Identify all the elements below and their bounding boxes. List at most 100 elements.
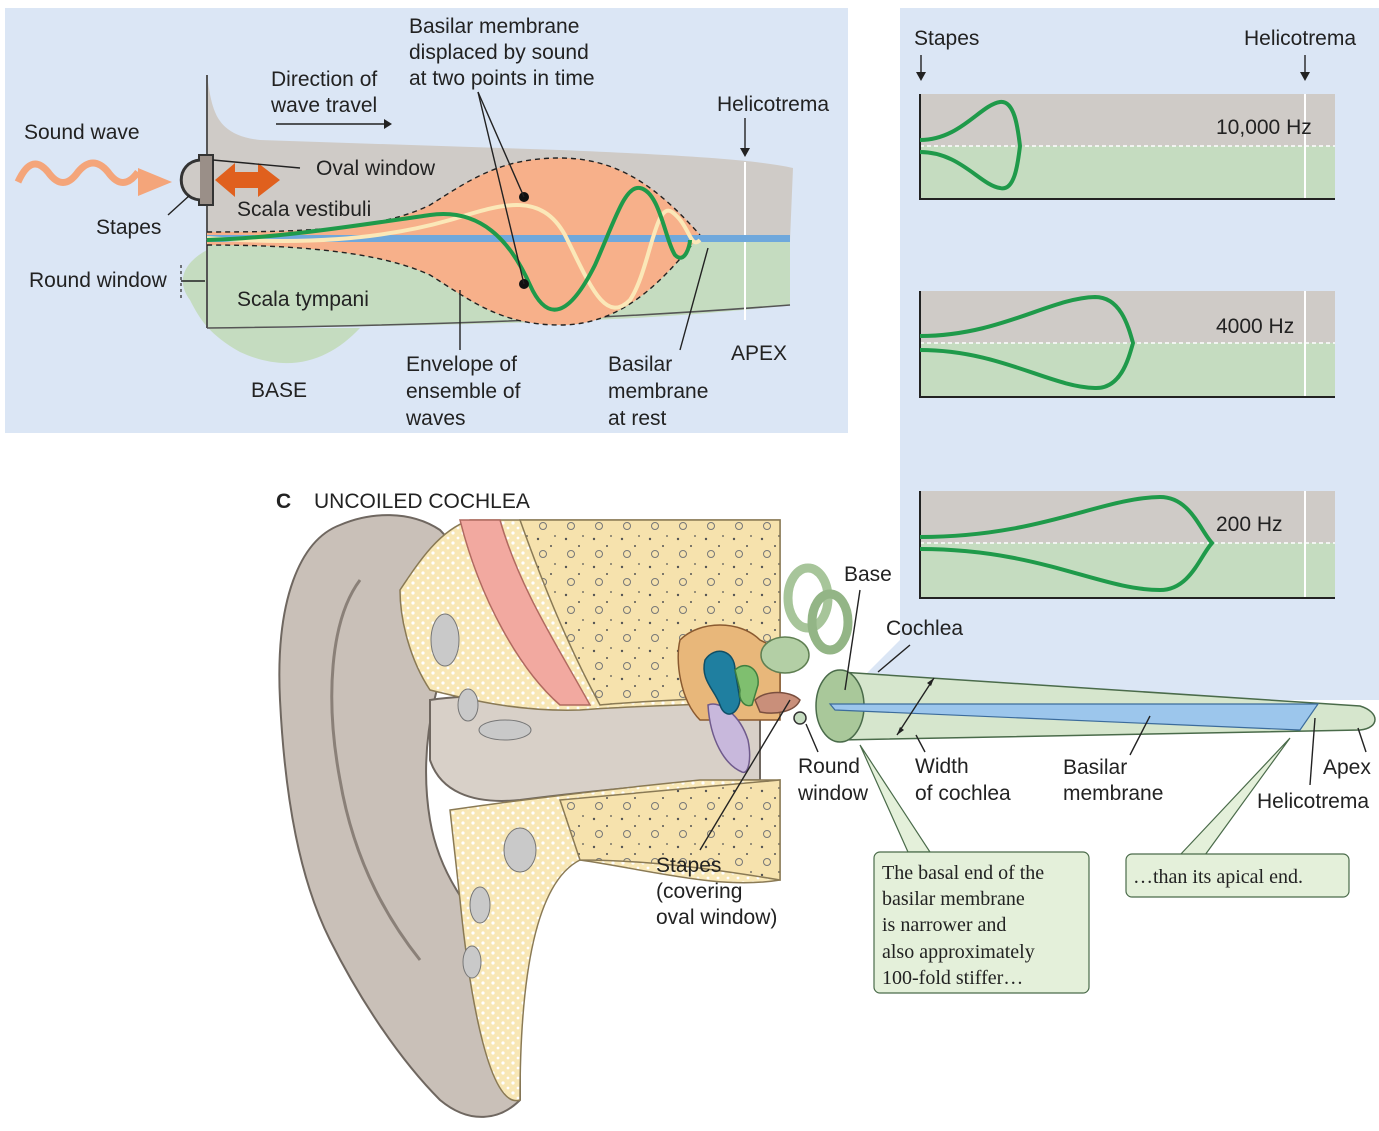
stapes-motion-arrow: [215, 163, 280, 197]
callout-basal-line: is narrower and: [882, 914, 1006, 936]
pointer-line-2: [477, 91, 525, 285]
width-label-1: Width: [915, 755, 969, 778]
basilar-label-1: Basilar: [1063, 756, 1127, 779]
rest-label-1: Basilar: [608, 353, 672, 376]
round-window-label: Round window: [29, 269, 168, 292]
lower-temporal-bone: [558, 779, 781, 881]
apex-leader: [1357, 727, 1367, 753]
panel-c-letter: C: [276, 490, 291, 513]
wave-time-1: [206, 185, 692, 312]
pointer-line-1: [477, 91, 525, 198]
panel-c-title: UNCOILED COCHLEA: [314, 490, 530, 513]
freq-label-200: 200 Hz: [1216, 513, 1283, 536]
cochlea-leader: [877, 644, 911, 673]
basilar-displaced-label-3: at two points in time: [409, 67, 595, 90]
incus: [734, 664, 759, 707]
width-arrow: [896, 677, 935, 736]
cochlea-label: Cochlea: [886, 617, 963, 640]
panel-uncoiled-cochlea: C UNCOILED COCHLEA: [276, 490, 1376, 1118]
sound-wave-arrowhead: [138, 168, 172, 196]
round-window-leader: [805, 723, 819, 753]
freq-plot-200: 200 Hz: [919, 491, 1335, 599]
callout-apical: …than its apical end.: [1125, 737, 1350, 898]
width-leader: [915, 734, 926, 753]
width-arrowhead-bottom: [897, 727, 904, 735]
base-label: BASE: [251, 379, 307, 402]
basilar-displaced-label-1: Basilar membrane: [409, 15, 579, 38]
helicotrema-label: Helicotrema: [1257, 790, 1369, 813]
callout-basal: The basal end of the basilar membrane is…: [859, 744, 1090, 994]
stapes-footplate: [198, 154, 214, 206]
freq-helicotrema-label: Helicotrema: [1244, 27, 1356, 50]
freq-plot-upper: [920, 94, 1335, 146]
direction-label-1: Direction of: [271, 68, 377, 91]
stapes-label-2: (covering: [656, 880, 742, 903]
rest-label-2: membrane: [608, 380, 708, 403]
stapes-label-3: oval window): [656, 906, 777, 929]
stapes-leader: [167, 194, 191, 216]
tympani-floor-line: [206, 304, 791, 329]
stapes-arch: [179, 158, 201, 202]
vestibule: [760, 636, 810, 674]
rest-leader: [679, 247, 709, 351]
helicotrema-arrowhead: [740, 148, 750, 157]
cartilage-blob: [478, 719, 532, 741]
base-leader: [844, 589, 861, 691]
base-label: Base: [844, 563, 892, 586]
malleus: [703, 650, 741, 715]
freq-plot-axes: [919, 94, 1335, 200]
wave-time-2: [206, 203, 702, 310]
freq-plot-axes: [919, 491, 1335, 599]
width-label-2: of cochlea: [915, 782, 1011, 805]
pinna-fold: [330, 579, 422, 961]
scala-tympani-label: Scala tympani: [237, 288, 369, 311]
callout-apical-text: …than its apical end.: [1133, 866, 1303, 888]
freq-plot-wave: [919, 294, 1136, 391]
semicircular-canal: [807, 589, 853, 655]
envelope-label-3: waves: [405, 407, 466, 430]
freq-label-10000: 10,000 Hz: [1216, 116, 1312, 139]
basilar-displaced-label-2: displaced by sound: [409, 41, 589, 64]
freq-plot-wave: [919, 100, 1023, 191]
helicotrema-label: Helicotrema: [717, 93, 829, 116]
envelope-outline: [206, 157, 701, 326]
muscle: [459, 519, 592, 706]
round-window-label-2: window: [797, 782, 869, 805]
freq-plot-lower: [920, 146, 1335, 199]
direction-arrowhead: [384, 119, 392, 129]
stapes-label: Stapes: [96, 216, 161, 239]
stapes-leader: [699, 699, 791, 851]
apex-label: APEX: [731, 342, 787, 365]
callout-apical-box: [1125, 853, 1350, 898]
width-arrowhead-top: [927, 678, 934, 686]
freq-plot-4000: 4000 Hz: [919, 291, 1335, 398]
panel-traveling-wave: Sound wave Stapes Oval window Round wind…: [5, 8, 848, 433]
basilar-label-2: membrane: [1063, 782, 1163, 805]
freq-helicotrema-arrowhead: [1300, 72, 1310, 81]
freq-plot-axes: [919, 291, 1335, 398]
freq-stapes-label: Stapes: [914, 27, 979, 50]
freq-plot-lower: [920, 343, 1335, 397]
freq-plot-upper: [920, 291, 1335, 343]
scala-vestibuli-label: Scala vestibuli: [237, 198, 371, 221]
round-window-bulge: [182, 250, 360, 364]
stapes-label-1: Stapes: [656, 854, 721, 877]
round-window-dot: [793, 711, 807, 725]
callout-basal-line: The basal end of the: [882, 862, 1044, 884]
frequency-panels: Stapes Helicotrema 10,000 Hz 4000 Hz: [860, 8, 1379, 700]
callout-basal-line: also approximately: [882, 941, 1035, 963]
oval-window-label: Oval window: [316, 157, 436, 180]
cartilage-blob: [462, 945, 482, 979]
cartilage-blob: [430, 613, 460, 667]
apex-label: Apex: [1323, 756, 1371, 779]
helicotrema-leader: [1309, 717, 1316, 786]
stapes-ossicle: [754, 691, 801, 714]
basilar-membrane-strip: [828, 703, 1320, 731]
callout-basal-box: [873, 851, 1090, 994]
cartilage-blob: [503, 827, 537, 873]
cartilage-blob: [469, 886, 491, 924]
envelope-label-2: ensemble of: [406, 380, 521, 403]
freq-label-4000: 4000 Hz: [1216, 315, 1294, 338]
envelope-label-1: Envelope of: [406, 353, 517, 376]
